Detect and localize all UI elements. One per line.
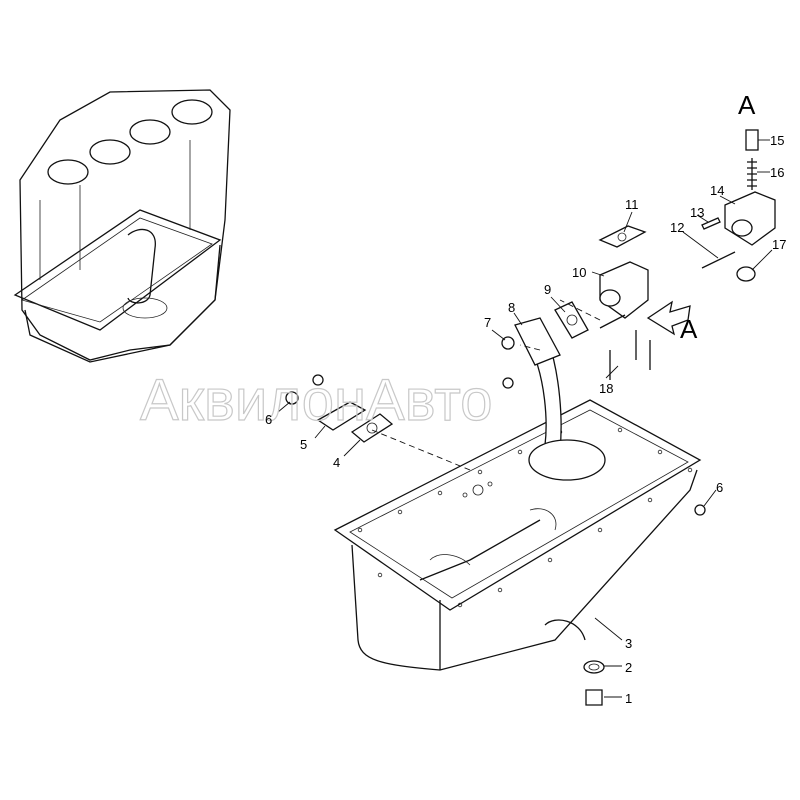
leader-lines xyxy=(277,139,773,698)
detail-view-title: A xyxy=(738,90,756,120)
oil-pan xyxy=(333,399,702,671)
callout-9: 9 xyxy=(544,282,551,297)
callout-2: 2 xyxy=(625,660,632,675)
bolt-15 xyxy=(745,129,759,151)
callout-18: 18 xyxy=(599,381,613,396)
bolt-6-left xyxy=(285,391,299,405)
view-arrow-icon xyxy=(646,300,691,336)
callout-13: 13 xyxy=(690,205,704,220)
watermark: АквилонАвто xyxy=(140,368,492,433)
plug-17 xyxy=(736,266,756,282)
oil-pickup-tube xyxy=(514,317,606,481)
pin-13 xyxy=(701,217,721,230)
callout-8: 8 xyxy=(508,300,515,315)
callout-17: 17 xyxy=(772,237,786,252)
callout-14: 14 xyxy=(710,183,724,198)
callout-12: 12 xyxy=(670,220,684,235)
callout-4: 4 xyxy=(333,455,340,470)
bolt-6-right xyxy=(694,504,706,516)
rod-12 xyxy=(701,251,736,269)
callout-1: 1 xyxy=(625,691,632,706)
gasket-9 xyxy=(554,301,589,339)
callout-10: 10 xyxy=(572,265,586,280)
callout-6-right: 6 xyxy=(716,480,723,495)
engine-block-overview xyxy=(13,89,231,363)
washer-2 xyxy=(583,660,605,674)
stud-16 xyxy=(747,158,757,190)
callout-11: 11 xyxy=(625,197,639,212)
gasket-4 xyxy=(350,413,394,443)
callout-15: 15 xyxy=(770,133,784,148)
view-arrow-label: A xyxy=(680,314,698,344)
callout-16: 16 xyxy=(770,165,784,180)
bolts-18 xyxy=(609,330,651,380)
callout-7: 7 xyxy=(484,315,491,330)
cover-plate-5 xyxy=(316,401,367,431)
gasket-11 xyxy=(598,225,647,248)
callout-5: 5 xyxy=(300,437,307,452)
drain-plug-1 xyxy=(585,689,603,706)
callout-3: 3 xyxy=(625,636,632,651)
callout-6-left: 6 xyxy=(265,412,272,427)
housing-14 xyxy=(724,191,776,246)
